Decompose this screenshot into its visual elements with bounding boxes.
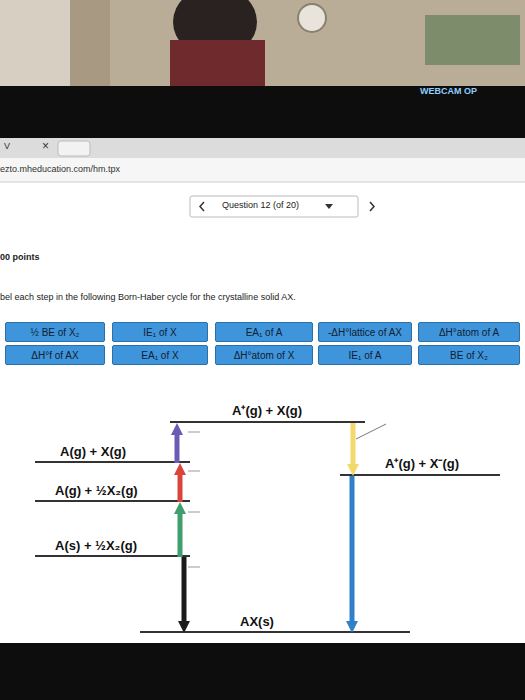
wall-clock [298,4,326,32]
step-arrow [178,514,183,557]
question-counter: Question 12 (of 20) [222,200,299,210]
dropdown-caret [325,204,333,209]
tile-text: IE₁ of A [349,350,382,361]
step-arrow [175,435,180,463]
energy-level: A⁺(g) + X⁻(g) [340,450,500,476]
step-arrow [350,476,355,621]
step-arrow [182,557,187,621]
energy-level: AX(s) [140,605,410,633]
answer-tile: BE of X₂ [418,345,520,365]
person-shirt [170,40,265,92]
answer-tile: EA₁ of X [112,345,208,365]
tile-text: EA₁ of X [141,350,178,361]
drop-tick [188,432,200,433]
question-nav-box [190,196,358,217]
answer-tile: EA₁ of A [215,322,313,342]
tile-text: ΔH°f of AX [31,350,78,361]
webcam-watermark: WEBCAM OP [420,86,477,96]
tile-text: ΔH°atom of A [439,327,499,338]
room-door [70,0,110,92]
prev-chevron [200,202,204,211]
address-bar [0,158,525,182]
answer-tile: -ΔH°lattice of AX [318,322,412,342]
answer-tile: ½ BE of X₂ [5,322,105,342]
drop-tick [188,512,200,513]
species-formula: A⁺(g) + X⁻(g) [385,454,459,472]
energy-level: A(g) + ½X₂(g) [35,478,190,502]
tile-text: EA₁ of A [246,327,283,338]
next-chevron [370,202,374,211]
tab-icon: V [4,141,10,151]
room-window [0,0,70,92]
species-formula: A(s) + ½X₂(g) [55,538,137,553]
answer-tile: ΔH°atom of X [215,345,313,365]
species-formula: A(g) + ½X₂(g) [55,483,138,498]
species-formula: AX(s) [240,614,274,629]
page-url: ezto.mheducation.com/hm.tpx [0,164,120,174]
species-formula: A⁺(g) + X(g) [232,401,302,419]
tile-text: ½ BE of X₂ [31,327,80,338]
species-formula: A(g) + X(g) [60,444,126,459]
answer-tile: ΔH°atom of A [418,322,520,342]
instruction-text: bel each step in the following Born-Habe… [0,292,296,302]
tab-close: × [42,139,49,153]
energy-level: A(s) + ½X₂(g) [35,535,190,557]
room-wall [0,0,525,92]
step-arrow [351,423,356,464]
drop-tick [188,567,200,568]
tile-text: ΔH°atom of X [234,350,295,361]
browser-tab [58,141,90,156]
tab-bar [0,138,525,158]
address-bar-edge [0,182,525,183]
points-value: 00 points [0,252,40,262]
tile-text: -ΔH°lattice of AX [328,327,402,338]
room-shelf [425,15,520,65]
step-arrow [178,475,183,502]
energy-level: A(g) + X(g) [35,437,190,463]
tile-text: BE of X₂ [450,350,488,361]
monitor-bezel [0,86,525,140]
answer-tile: IE₁ of X [112,322,208,342]
answer-tile: IE₁ of A [318,345,412,365]
drop-leader [356,424,386,439]
monitor-bezel-bottom [0,643,525,700]
energy-level: A⁺(g) + X(g) [170,398,365,423]
drop-tick [188,471,200,472]
answer-tile: ΔH°f of AX [5,345,105,365]
tile-text: IE₁ of X [143,327,176,338]
